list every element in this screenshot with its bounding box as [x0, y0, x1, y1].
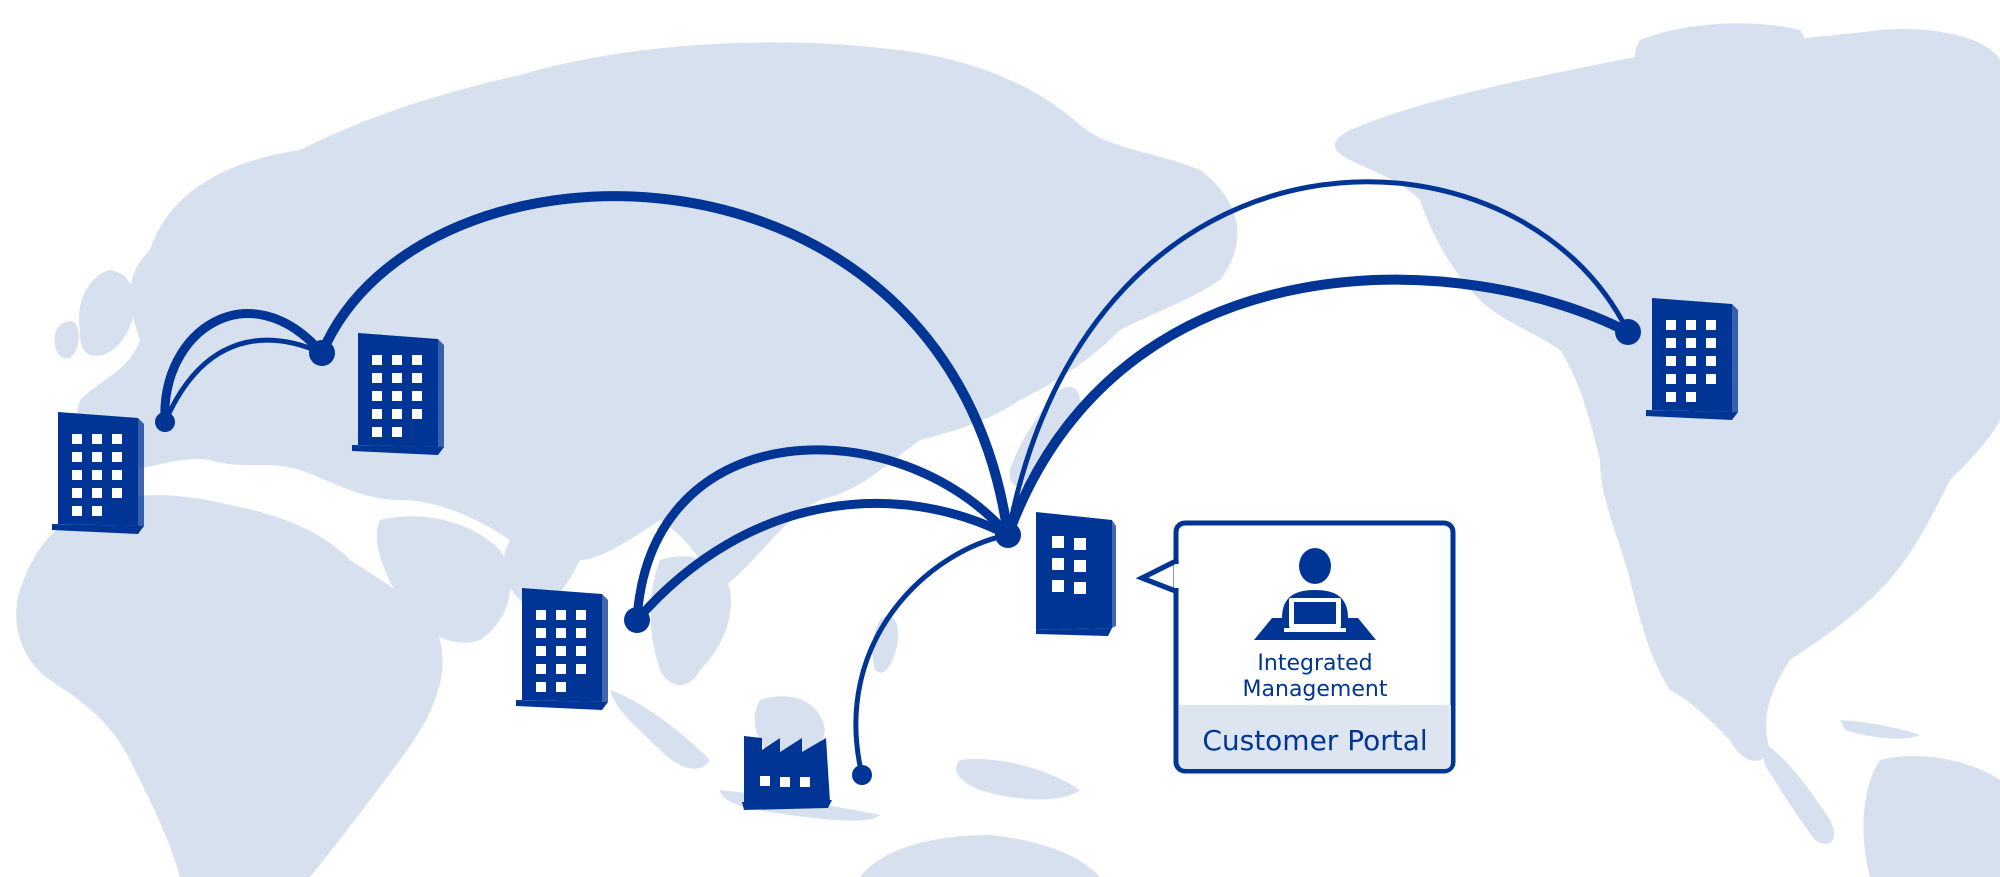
office-building-icon [1036, 512, 1116, 636]
landmass-central-america [1760, 740, 1835, 844]
node-japan-hub [1036, 512, 1116, 636]
arc-uk-europe-upper [160, 309, 326, 423]
landmass-greenland [1634, 23, 1807, 124]
node-indonesia [742, 736, 832, 810]
node-dots [155, 319, 1641, 785]
landmass-scandinavia [259, 146, 410, 290]
integrated-label-line1: Integrated [1257, 651, 1372, 676]
person-at-laptop-icon [1254, 548, 1376, 640]
customer-portal-label[interactable]: Customer Portal [1202, 724, 1427, 757]
landmass-ireland [54, 321, 79, 359]
arc-indonesia-japan [853, 532, 1009, 776]
customer-portal-callout: Integrated Management Customer Portal [1135, 520, 1456, 774]
dot-india [624, 607, 650, 633]
landmass-british-isles [79, 270, 135, 356]
arc-japan-na-upper [1005, 179, 1631, 536]
node-uk [52, 412, 144, 534]
node-europe [352, 333, 444, 455]
landmass-japan [1009, 386, 1081, 487]
landmass-sumatra [610, 690, 710, 769]
landmass-arabia [376, 516, 511, 643]
dot-uk [155, 412, 175, 432]
landmass-australia [860, 835, 1100, 877]
dot-japan-hub [995, 522, 1021, 548]
dot-north-america [1615, 319, 1641, 345]
arc-europe-japan [317, 191, 1013, 536]
landmass-indochina [650, 556, 731, 685]
landmass-new-guinea [956, 759, 1080, 800]
world-map [16, 23, 2000, 877]
node-india [516, 588, 608, 710]
arc-japan-na-lower [1003, 274, 1631, 537]
landmass-caribbean [1840, 720, 1920, 739]
integrated-label-line2: Management [1243, 677, 1388, 702]
landmass-africa [16, 495, 443, 877]
callout-footer-band[interactable] [1179, 705, 1451, 769]
landmass-south-america [1863, 756, 2000, 877]
arc-india-japan-lower [633, 498, 1011, 623]
connection-arcs [160, 179, 1631, 776]
arc-india-japan-upper [632, 445, 1012, 621]
dot-europe [309, 340, 335, 366]
dot-indonesia [852, 765, 872, 785]
node-north-america [1646, 298, 1738, 420]
arc-uk-europe-lower [162, 337, 324, 423]
factory-icon [742, 736, 832, 810]
